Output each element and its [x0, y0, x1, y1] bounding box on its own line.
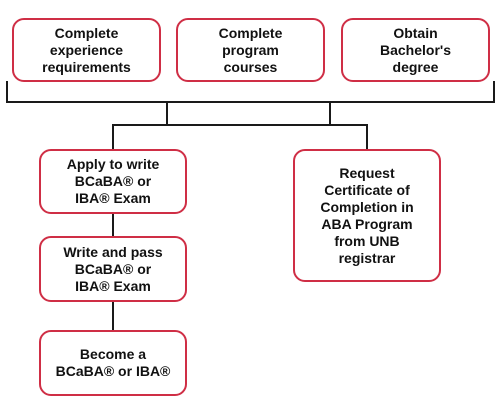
box-write-pass-exam: Write and pass BCaBA® or IBA® Exam [39, 236, 187, 302]
box-bachelors-degree: Obtain Bachelor's degree [341, 18, 490, 82]
box-label: Request Certificate of Completion in ABA… [320, 164, 414, 266]
box-become-bcaba: Become a BCaBA® or IBA® [39, 330, 187, 396]
box-label: Write and pass BCaBA® or IBA® Exam [63, 243, 163, 294]
box-apply-exam: Apply to write BCaBA® or IBA® Exam [39, 149, 187, 214]
box-label: Apply to write BCaBA® or IBA® Exam [66, 156, 160, 206]
box-request-certificate: Request Certificate of Completion in ABA… [293, 149, 441, 282]
box-complete-courses: Complete program courses [176, 18, 325, 82]
box-complete-experience: Complete experience requirements [12, 18, 161, 82]
box-label: Become a BCaBA® or IBA® [55, 346, 171, 379]
box-label: Complete experience requirements [42, 24, 131, 75]
box-label: Obtain Bachelor's degree [379, 24, 452, 75]
box-label: Complete program courses [218, 24, 283, 75]
